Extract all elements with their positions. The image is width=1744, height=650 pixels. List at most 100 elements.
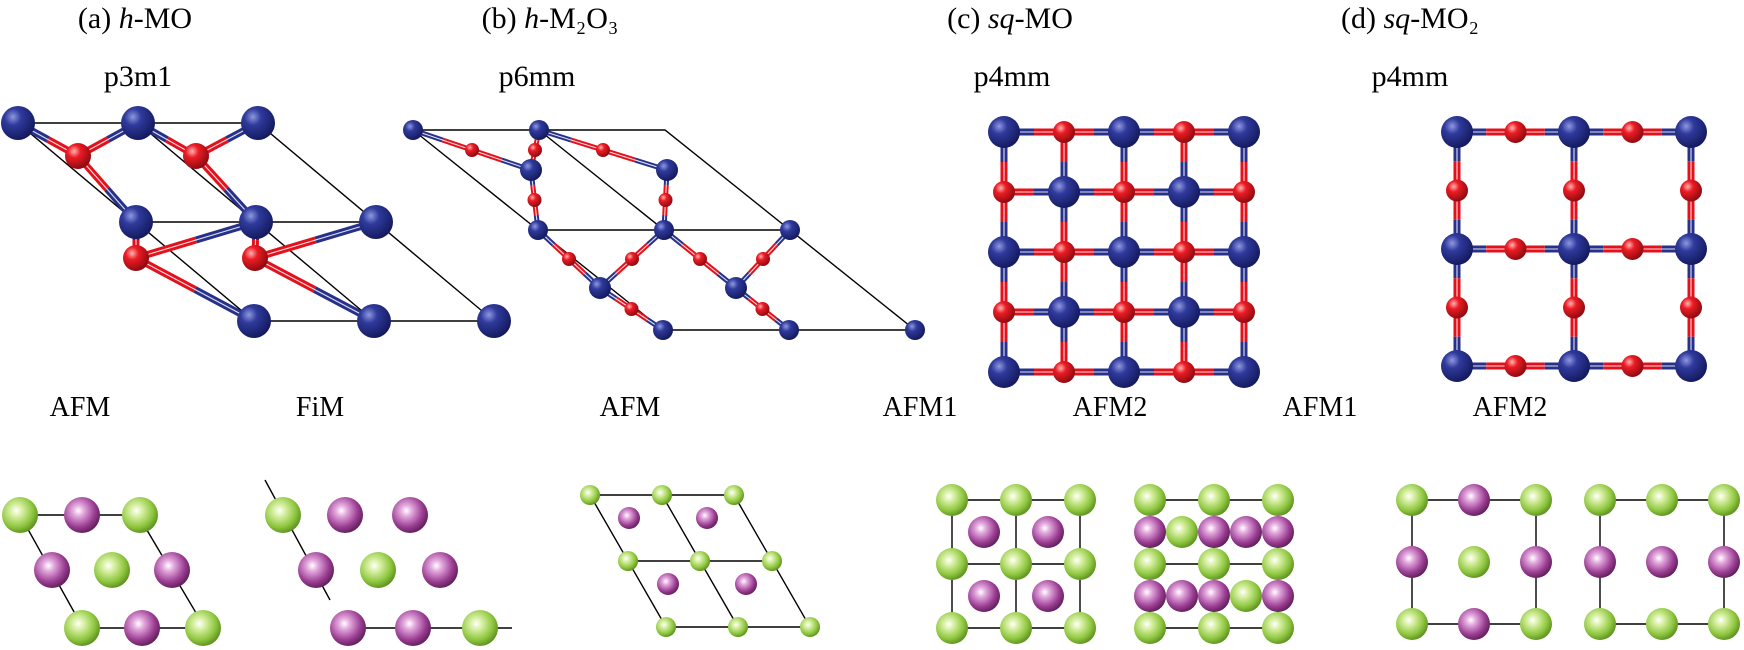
panel-d-metal-atom	[1558, 233, 1590, 265]
panel-c-metal-atom	[1048, 296, 1080, 328]
panel-b-afm-spin	[735, 573, 757, 595]
panel-a-metal-atom	[119, 205, 153, 239]
panel-b-mag-label-1: AFM	[600, 392, 661, 423]
panel-b-plane-group: p6mm	[499, 60, 576, 93]
panel-a-oxygen-atom	[123, 245, 149, 271]
panel-d-afm2-spin	[1708, 484, 1740, 516]
panel-d-oxygen-atom	[1504, 355, 1527, 377]
panel-b-oxygen-atom	[658, 193, 673, 207]
panel-c-afm2-spin	[1262, 580, 1294, 612]
panel-c-afm1-spin	[1000, 484, 1032, 516]
panel-d-afm1-spin	[1458, 546, 1490, 578]
panel-c-metal-atom	[1108, 116, 1140, 148]
panel-b-mo-bond	[538, 127, 604, 153]
panel-d-oxygen-atom	[1504, 238, 1527, 260]
panel-c-oxygen-atom	[1233, 181, 1255, 203]
panel-b-metal-atom	[905, 320, 925, 340]
panel-c-oxygen-atom	[1113, 301, 1135, 323]
panel-b-afm-spin	[618, 507, 640, 529]
panel-b-oxygen-atom	[562, 252, 576, 266]
panel-d-oxygen-atom	[1621, 238, 1644, 260]
panel-c-oxygen-atom	[993, 301, 1015, 323]
panel-c-afm1-spin	[1064, 612, 1096, 644]
panel-d-afm2-spin	[1646, 608, 1678, 640]
panel-d-oxygen-atom	[1563, 296, 1585, 319]
panel-c-afm2-spin	[1134, 548, 1166, 580]
panel-c-afm2-spin	[1166, 580, 1198, 612]
panel-c-afm1-spin	[1000, 612, 1032, 644]
panel-a-fim-spin	[265, 497, 301, 533]
panel-c-oxygen-atom	[1053, 361, 1075, 383]
panel-c-metal-atom	[1228, 236, 1260, 268]
panel-c-afm1-spin	[1032, 516, 1064, 548]
panel-b-metal-atom	[656, 159, 678, 181]
panel-c-afm1-spin	[936, 548, 968, 580]
panel-b-metal-atom	[725, 277, 747, 299]
panel-d-metal-atom	[1675, 116, 1707, 148]
panel-a-mag-label-1: AFM	[50, 392, 111, 423]
panel-c-oxygen-atom	[1173, 361, 1195, 383]
panel-c-metal-atom	[1108, 236, 1140, 268]
panel-b-afm-spin	[657, 573, 679, 595]
panel-c-oxygen-atom	[1053, 241, 1075, 263]
panel-a-fim-spin	[298, 552, 334, 588]
panel-b-afm-spin	[800, 617, 820, 637]
panel-d-afm2-spin	[1584, 608, 1616, 640]
panel-d-afm2-spin	[1584, 484, 1616, 516]
panel-c-afm2-spin	[1230, 580, 1262, 612]
panel-d-oxygen-atom	[1680, 179, 1702, 202]
panel-d-oxygen-atom	[1446, 179, 1468, 202]
panel-c-afm2-spin	[1198, 548, 1230, 580]
panel-a-fim-spin	[422, 552, 458, 588]
panel-c-afm1-spin	[1032, 580, 1064, 612]
panel-c-oxygen-atom	[1173, 241, 1195, 263]
panel-d-metal-atom	[1441, 116, 1473, 148]
panel-d-title: (d) sq-MO₂	[1341, 2, 1479, 35]
panel-d-oxygen-atom	[1446, 296, 1468, 319]
panel-d-afm2-spin	[1708, 608, 1740, 640]
panel-a-mo-bond	[134, 254, 256, 325]
panel-d-afm1-spin	[1458, 608, 1490, 640]
panel-b-afm-spin	[724, 485, 744, 505]
panel-d-afm2-spin	[1646, 484, 1678, 516]
panel-b-title: (b) h-M₂O₃	[482, 2, 619, 35]
panel-a-mo-bond	[134, 218, 258, 262]
panel-a-metal-atom	[477, 304, 511, 338]
panel-d-oxygen-atom	[1504, 121, 1527, 143]
panel-b-oxygen-atom	[756, 252, 770, 266]
panel-c-afm2-spin	[1262, 484, 1294, 516]
panel-c-metal-atom	[1108, 356, 1140, 388]
panel-d-oxygen-atom	[1621, 355, 1644, 377]
panel-d-oxygen-atom	[1680, 296, 1702, 319]
panel-b-afm-spin	[690, 551, 710, 571]
panel-b-metal-atom	[520, 159, 542, 181]
panel-a-plane-group: p3m1	[104, 60, 172, 93]
panel-a-oxygen-atom	[183, 143, 209, 169]
panel-c-afm1-spin	[1064, 548, 1096, 580]
atoms	[1, 106, 1740, 646]
panel-c-afm2-spin	[1198, 484, 1230, 516]
panel-c-metal-atom	[988, 356, 1020, 388]
panel-c-afm2-spin	[1134, 484, 1166, 516]
panel-a-fim-spin	[462, 610, 498, 646]
panel-d-afm1-spin	[1396, 484, 1428, 516]
panel-a-afm-spin	[64, 610, 100, 646]
panel-c-metal-atom	[1228, 356, 1260, 388]
panel-b-afm-spin	[652, 485, 672, 505]
panel-d-metal-atom	[1558, 116, 1590, 148]
panel-b-oxygen-atom	[624, 302, 639, 316]
panel-d-plane-group: p4mm	[1372, 60, 1449, 93]
panel-a-afm-spin	[2, 497, 38, 533]
panel-c-plane-group: p4mm	[974, 60, 1051, 93]
panel-c-afm2-spin	[1198, 580, 1230, 612]
panel-b-afm-spin	[728, 617, 748, 637]
panel-c-metal-atom	[1168, 176, 1200, 208]
panel-c-oxygen-atom	[1233, 301, 1255, 323]
panel-c-oxygen-atom	[993, 181, 1015, 203]
panel-b-oxygen-atom	[755, 302, 770, 316]
panel-c-metal-atom	[1048, 176, 1080, 208]
panel-c-afm1-spin	[1000, 548, 1032, 580]
panel-c-afm2-spin	[1262, 612, 1294, 644]
panel-b-afm-spin	[656, 617, 676, 637]
panel-a-afm-spin	[185, 610, 221, 646]
